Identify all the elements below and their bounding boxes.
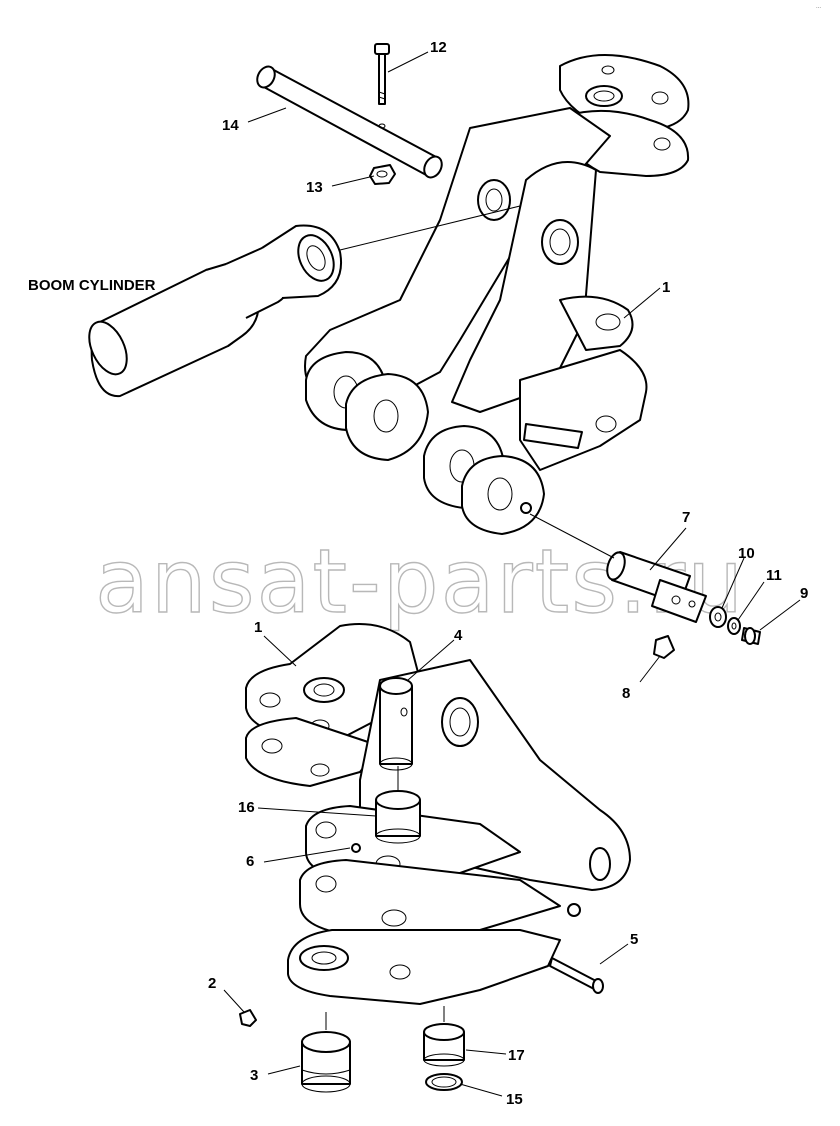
callout-3: 3 bbox=[250, 1067, 258, 1084]
callout-7: 7 bbox=[682, 509, 690, 526]
nut-13 bbox=[369, 164, 396, 185]
bushing-16 bbox=[375, 790, 421, 844]
bolt-12 bbox=[374, 43, 390, 105]
callout-8: 8 bbox=[622, 685, 630, 702]
grease-fitting-8 bbox=[653, 635, 675, 659]
callout-1-upper: 1 bbox=[662, 279, 670, 296]
grease-fitting-6 bbox=[351, 843, 361, 853]
pin-4 bbox=[379, 677, 413, 771]
callout-9: 9 bbox=[800, 585, 808, 602]
grease-fitting-2 bbox=[239, 1009, 257, 1027]
corner-mark: ... bbox=[816, 4, 821, 10]
swing-bracket-lower bbox=[245, 623, 631, 1005]
callout-12: 12 bbox=[430, 39, 447, 56]
callout-17: 17 bbox=[508, 1047, 525, 1064]
leader-lines bbox=[223, 51, 801, 1097]
callout-labels: 12 14 13 1 7 10 11 9 8 1 4 16 6 5 2 3 17… bbox=[28, 39, 808, 1108]
pin-7 bbox=[606, 551, 707, 623]
callout-6: 6 bbox=[246, 853, 254, 870]
callout-1-lower: 1 bbox=[254, 619, 262, 636]
callout-11: 11 bbox=[766, 567, 782, 584]
swing-bracket-upper bbox=[304, 54, 690, 535]
bolt-5 bbox=[549, 957, 604, 994]
bushing-3 bbox=[301, 1031, 351, 1093]
callout-5: 5 bbox=[630, 931, 638, 948]
washer-11 bbox=[727, 617, 741, 635]
callout-10: 10 bbox=[738, 545, 755, 562]
snap-ring-15 bbox=[425, 1073, 463, 1091]
callout-13: 13 bbox=[306, 179, 323, 196]
callout-4: 4 bbox=[454, 627, 463, 644]
callout-2: 2 bbox=[208, 975, 216, 992]
boom-cylinder bbox=[88, 224, 342, 398]
callout-14: 14 bbox=[222, 117, 239, 134]
bushing-17 bbox=[423, 1023, 465, 1067]
washer-10 bbox=[709, 606, 727, 628]
callout-16: 16 bbox=[238, 799, 255, 816]
boom-cylinder-label: BOOM CYLINDER bbox=[28, 277, 156, 294]
bolt-9 bbox=[741, 627, 761, 645]
callout-15: 15 bbox=[506, 1091, 523, 1108]
pin-14 bbox=[256, 65, 443, 179]
